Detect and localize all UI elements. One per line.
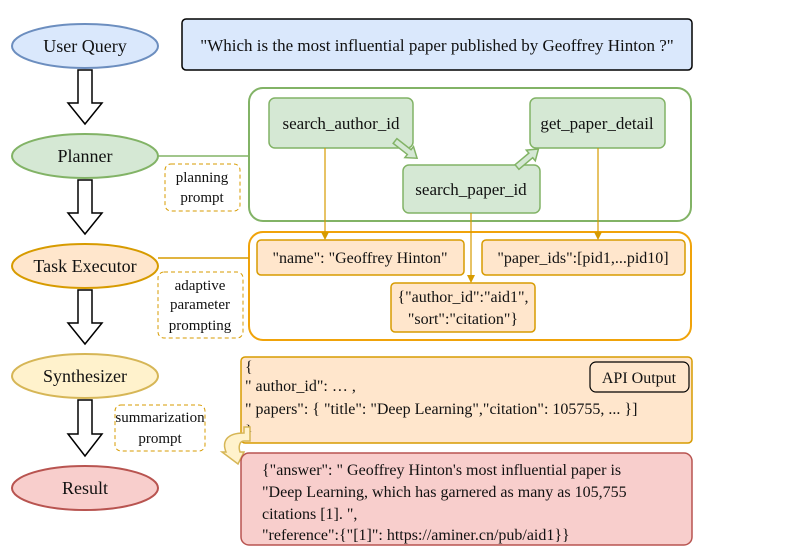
adaptive-prompt-line-3: prompting bbox=[169, 318, 232, 334]
search-author-id-label: search_author_id bbox=[282, 114, 400, 133]
down-arrow-2 bbox=[66, 179, 104, 236]
api-output-box: API Output { " author_id": … , " papers"… bbox=[240, 356, 693, 444]
result-label: Result bbox=[62, 478, 108, 498]
search-paper-id-label: search_paper_id bbox=[415, 180, 527, 199]
adaptive-prompt-line-2: parameter bbox=[170, 297, 230, 313]
planning-prompt-line-1: planning bbox=[176, 170, 229, 186]
query-text: "Which is the most influential paper pub… bbox=[200, 36, 673, 55]
api-to-result-curved-arrow bbox=[219, 426, 251, 466]
api-output-label: API Output bbox=[602, 370, 677, 387]
api-output-line-3: " papers": { "title": "Deep Learning","c… bbox=[245, 401, 637, 418]
author-sort-param-box: {"author_id":"aid1", "sort":"citation"} bbox=[390, 282, 536, 333]
user-query-label: User Query bbox=[43, 36, 126, 56]
get-paper-detail-box: get_paper_detail bbox=[529, 97, 666, 149]
api-output-line-2: " author_id": … , bbox=[245, 378, 356, 395]
name-param-box: "name": "Geoffrey Hinton" bbox=[256, 239, 465, 276]
result-text-line-4: "reference":{"[1]": https://aminer.cn/pu… bbox=[262, 527, 570, 544]
get-paper-detail-label: get_paper_detail bbox=[540, 114, 654, 133]
search-author-id-box: search_author_id bbox=[268, 97, 414, 149]
api-output-badge: API Output bbox=[589, 361, 690, 393]
paper-ids-param-box: "paper_ids":[pid1,...pid10] bbox=[481, 239, 686, 276]
result-text-line-2: "Deep Learning, which has garnered as ma… bbox=[262, 484, 627, 501]
planning-prompt-line-2: prompt bbox=[180, 190, 224, 206]
paper-to-detail-arrow bbox=[514, 148, 540, 171]
adaptive-prompt-line-1: adaptive bbox=[175, 278, 226, 294]
result-text-line-3: citations [1]. ", bbox=[262, 506, 357, 523]
executor-group-frame bbox=[248, 231, 692, 341]
down-arrow-3 bbox=[66, 289, 104, 346]
search-paper-id-box: search_paper_id bbox=[402, 164, 541, 214]
author-to-paper-arrow bbox=[392, 137, 419, 160]
adaptive-prompt-box: adaptive parameter prompting bbox=[157, 271, 244, 339]
planning-prompt-box: planning prompt bbox=[164, 163, 241, 212]
paper-ids-param-text: "paper_ids":[pid1,...pid10] bbox=[497, 250, 668, 267]
synthesizer-label: Synthesizer bbox=[43, 366, 127, 386]
down-arrow-1 bbox=[66, 69, 104, 126]
synthesizer-node: Synthesizer bbox=[11, 353, 159, 399]
result-text-line-1: {"answer": " Geoffrey Hinton's most infl… bbox=[262, 462, 621, 479]
user-query-node: User Query bbox=[11, 23, 159, 69]
api-output-line-1: { bbox=[245, 359, 253, 376]
author-sort-param-line-1: {"author_id":"aid1", bbox=[397, 289, 528, 306]
planner-group-frame bbox=[248, 87, 692, 222]
summarization-prompt-line-1: summarization bbox=[115, 410, 205, 426]
planner-label: Planner bbox=[58, 146, 113, 166]
down-arrow-4 bbox=[66, 399, 104, 458]
name-param-text: "name": "Geoffrey Hinton" bbox=[272, 250, 447, 267]
planner-node: Planner bbox=[11, 133, 159, 179]
result-box: {"answer": " Geoffrey Hinton's most infl… bbox=[240, 452, 693, 546]
summarization-prompt-line-2: prompt bbox=[138, 431, 182, 447]
summarization-prompt-box: summarization prompt bbox=[114, 404, 206, 452]
task-executor-node: Task Executor bbox=[11, 243, 159, 289]
task-executor-label: Task Executor bbox=[33, 256, 136, 276]
author-sort-param-line-2: "sort":"citation"} bbox=[408, 311, 518, 328]
result-node: Result bbox=[11, 465, 159, 511]
query-box: "Which is the most influential paper pub… bbox=[181, 18, 693, 71]
